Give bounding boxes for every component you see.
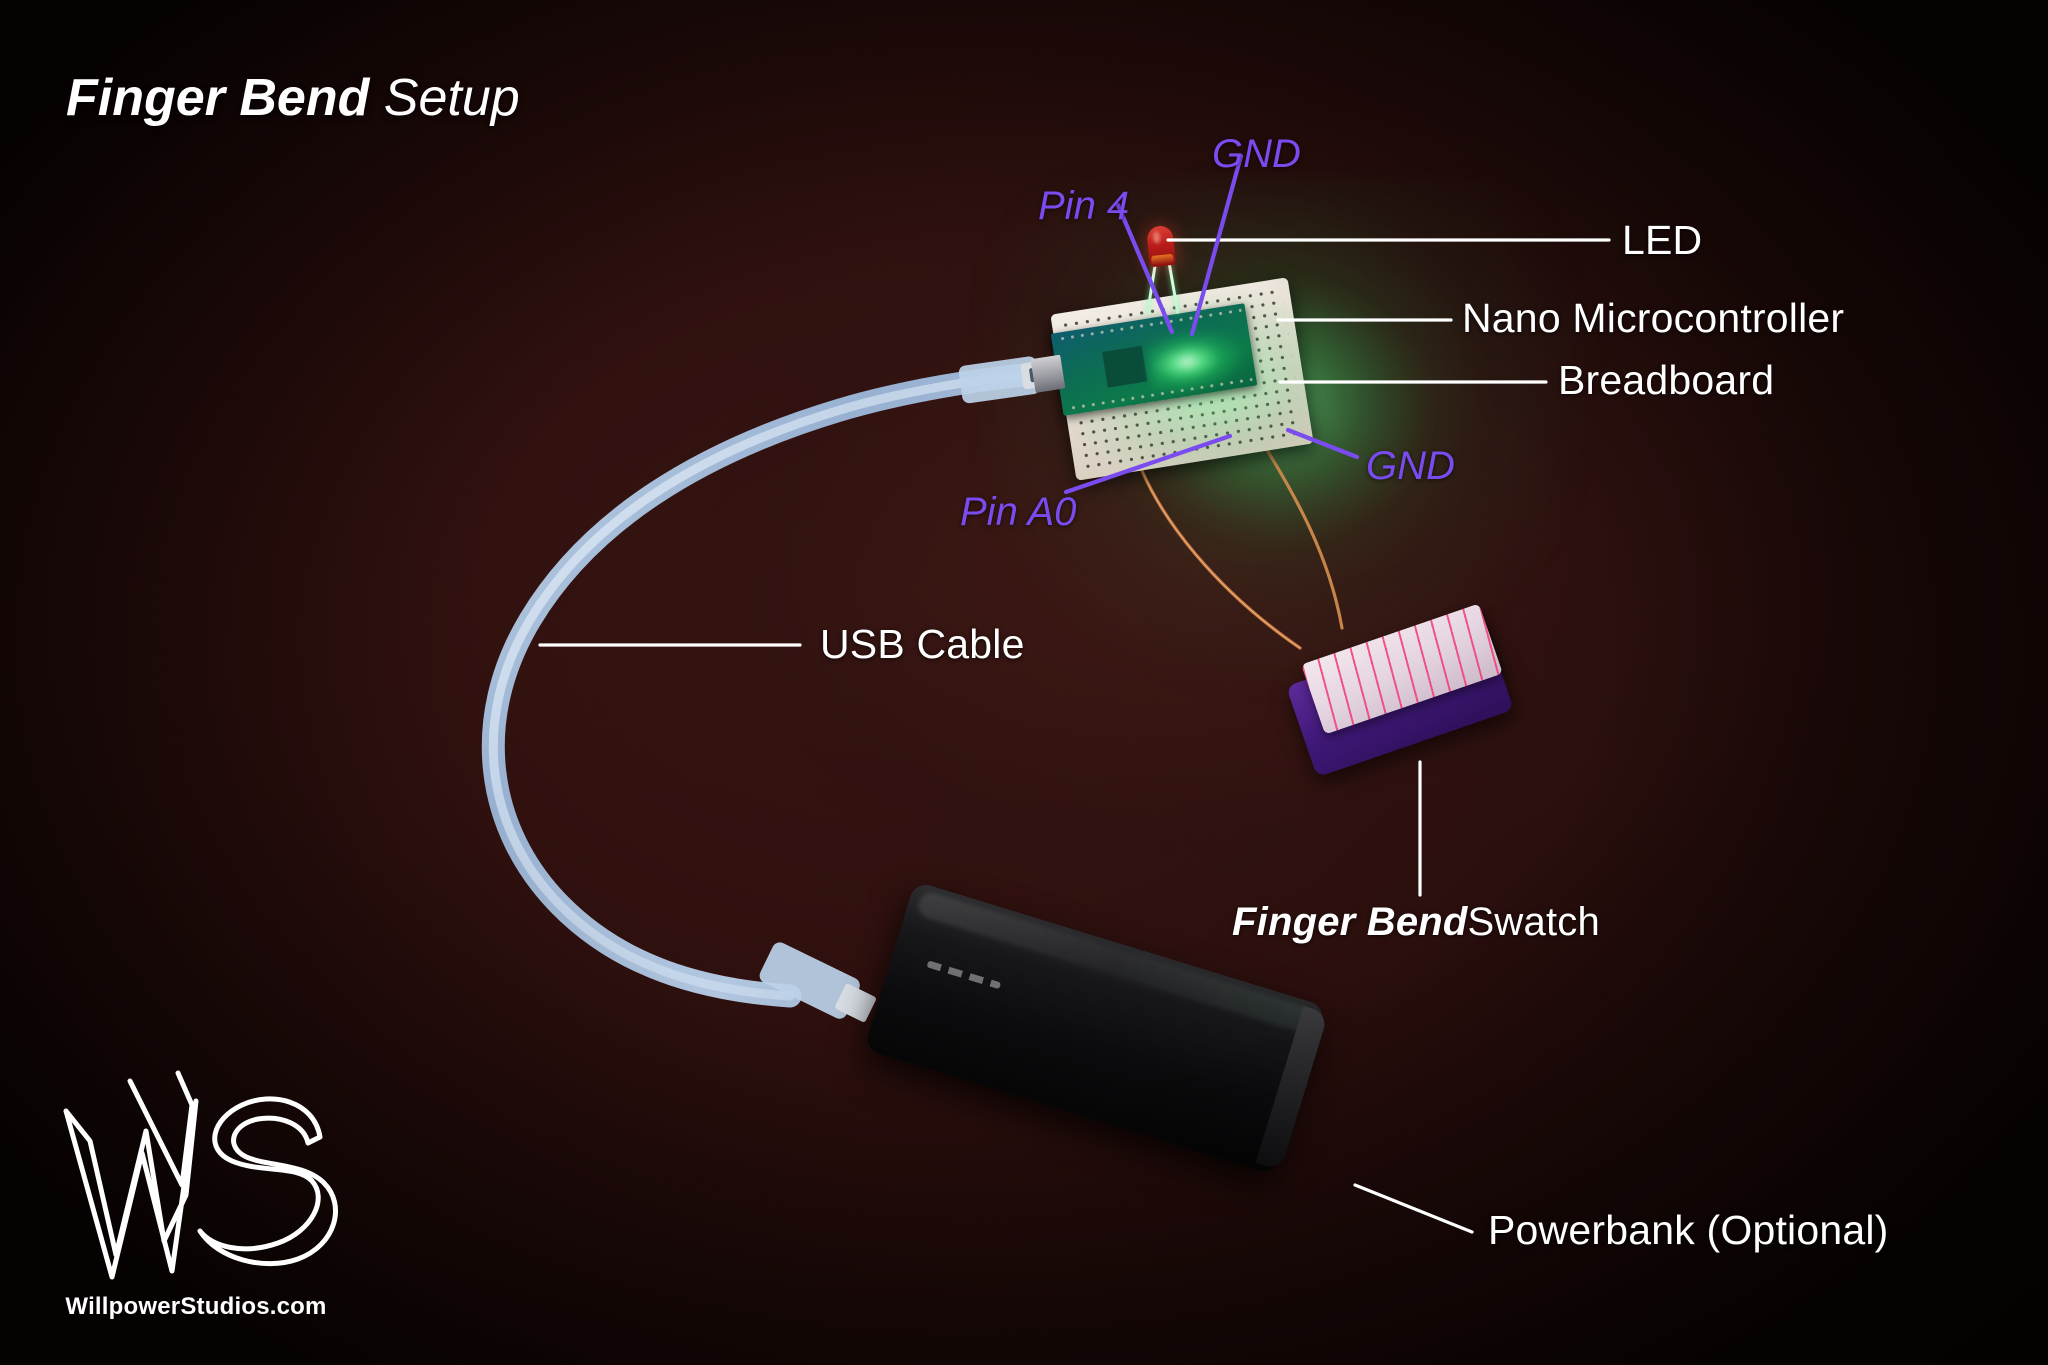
label-gnd-bottom: GND: [1366, 444, 1455, 488]
nano-usb-port: [1030, 354, 1066, 393]
nano-power-led-glow: [1144, 322, 1249, 399]
page-title-strong: Finger Bend: [66, 69, 370, 127]
label-swatch-strong: Finger Bend: [1232, 900, 1468, 944]
watermark: WillpowerStudios.com: [46, 1045, 346, 1335]
label-gnd-top: GND: [1212, 132, 1301, 176]
label-powerbank: Powerbank (Optional): [1488, 1207, 1889, 1253]
nano-mcu-chip: [1102, 345, 1148, 388]
label-usb-cable: USB Cable: [820, 621, 1025, 667]
label-nano-microcontroller: Nano Microcontroller: [1462, 295, 1845, 341]
ws-logo-icon: [63, 1070, 338, 1280]
label-led: LED: [1622, 217, 1703, 263]
label-breadboard: Breadboard: [1558, 357, 1775, 403]
led-flange: [1151, 253, 1174, 266]
label-swatch-light: Swatch: [1467, 900, 1600, 944]
page-title: Finger Bend Setup: [66, 68, 520, 128]
label-finger-bend-swatch: Finger BendSwatch: [1232, 902, 1600, 942]
page-title-light: Setup: [369, 69, 520, 127]
label-pin-4: Pin 4: [1038, 184, 1130, 228]
led-specular-highlight: [1152, 231, 1161, 244]
watermark-url: WillpowerStudios.com: [65, 1293, 327, 1320]
label-pin-a0: Pin A0: [960, 490, 1077, 534]
powerbank-status-leds: [926, 960, 1002, 990]
